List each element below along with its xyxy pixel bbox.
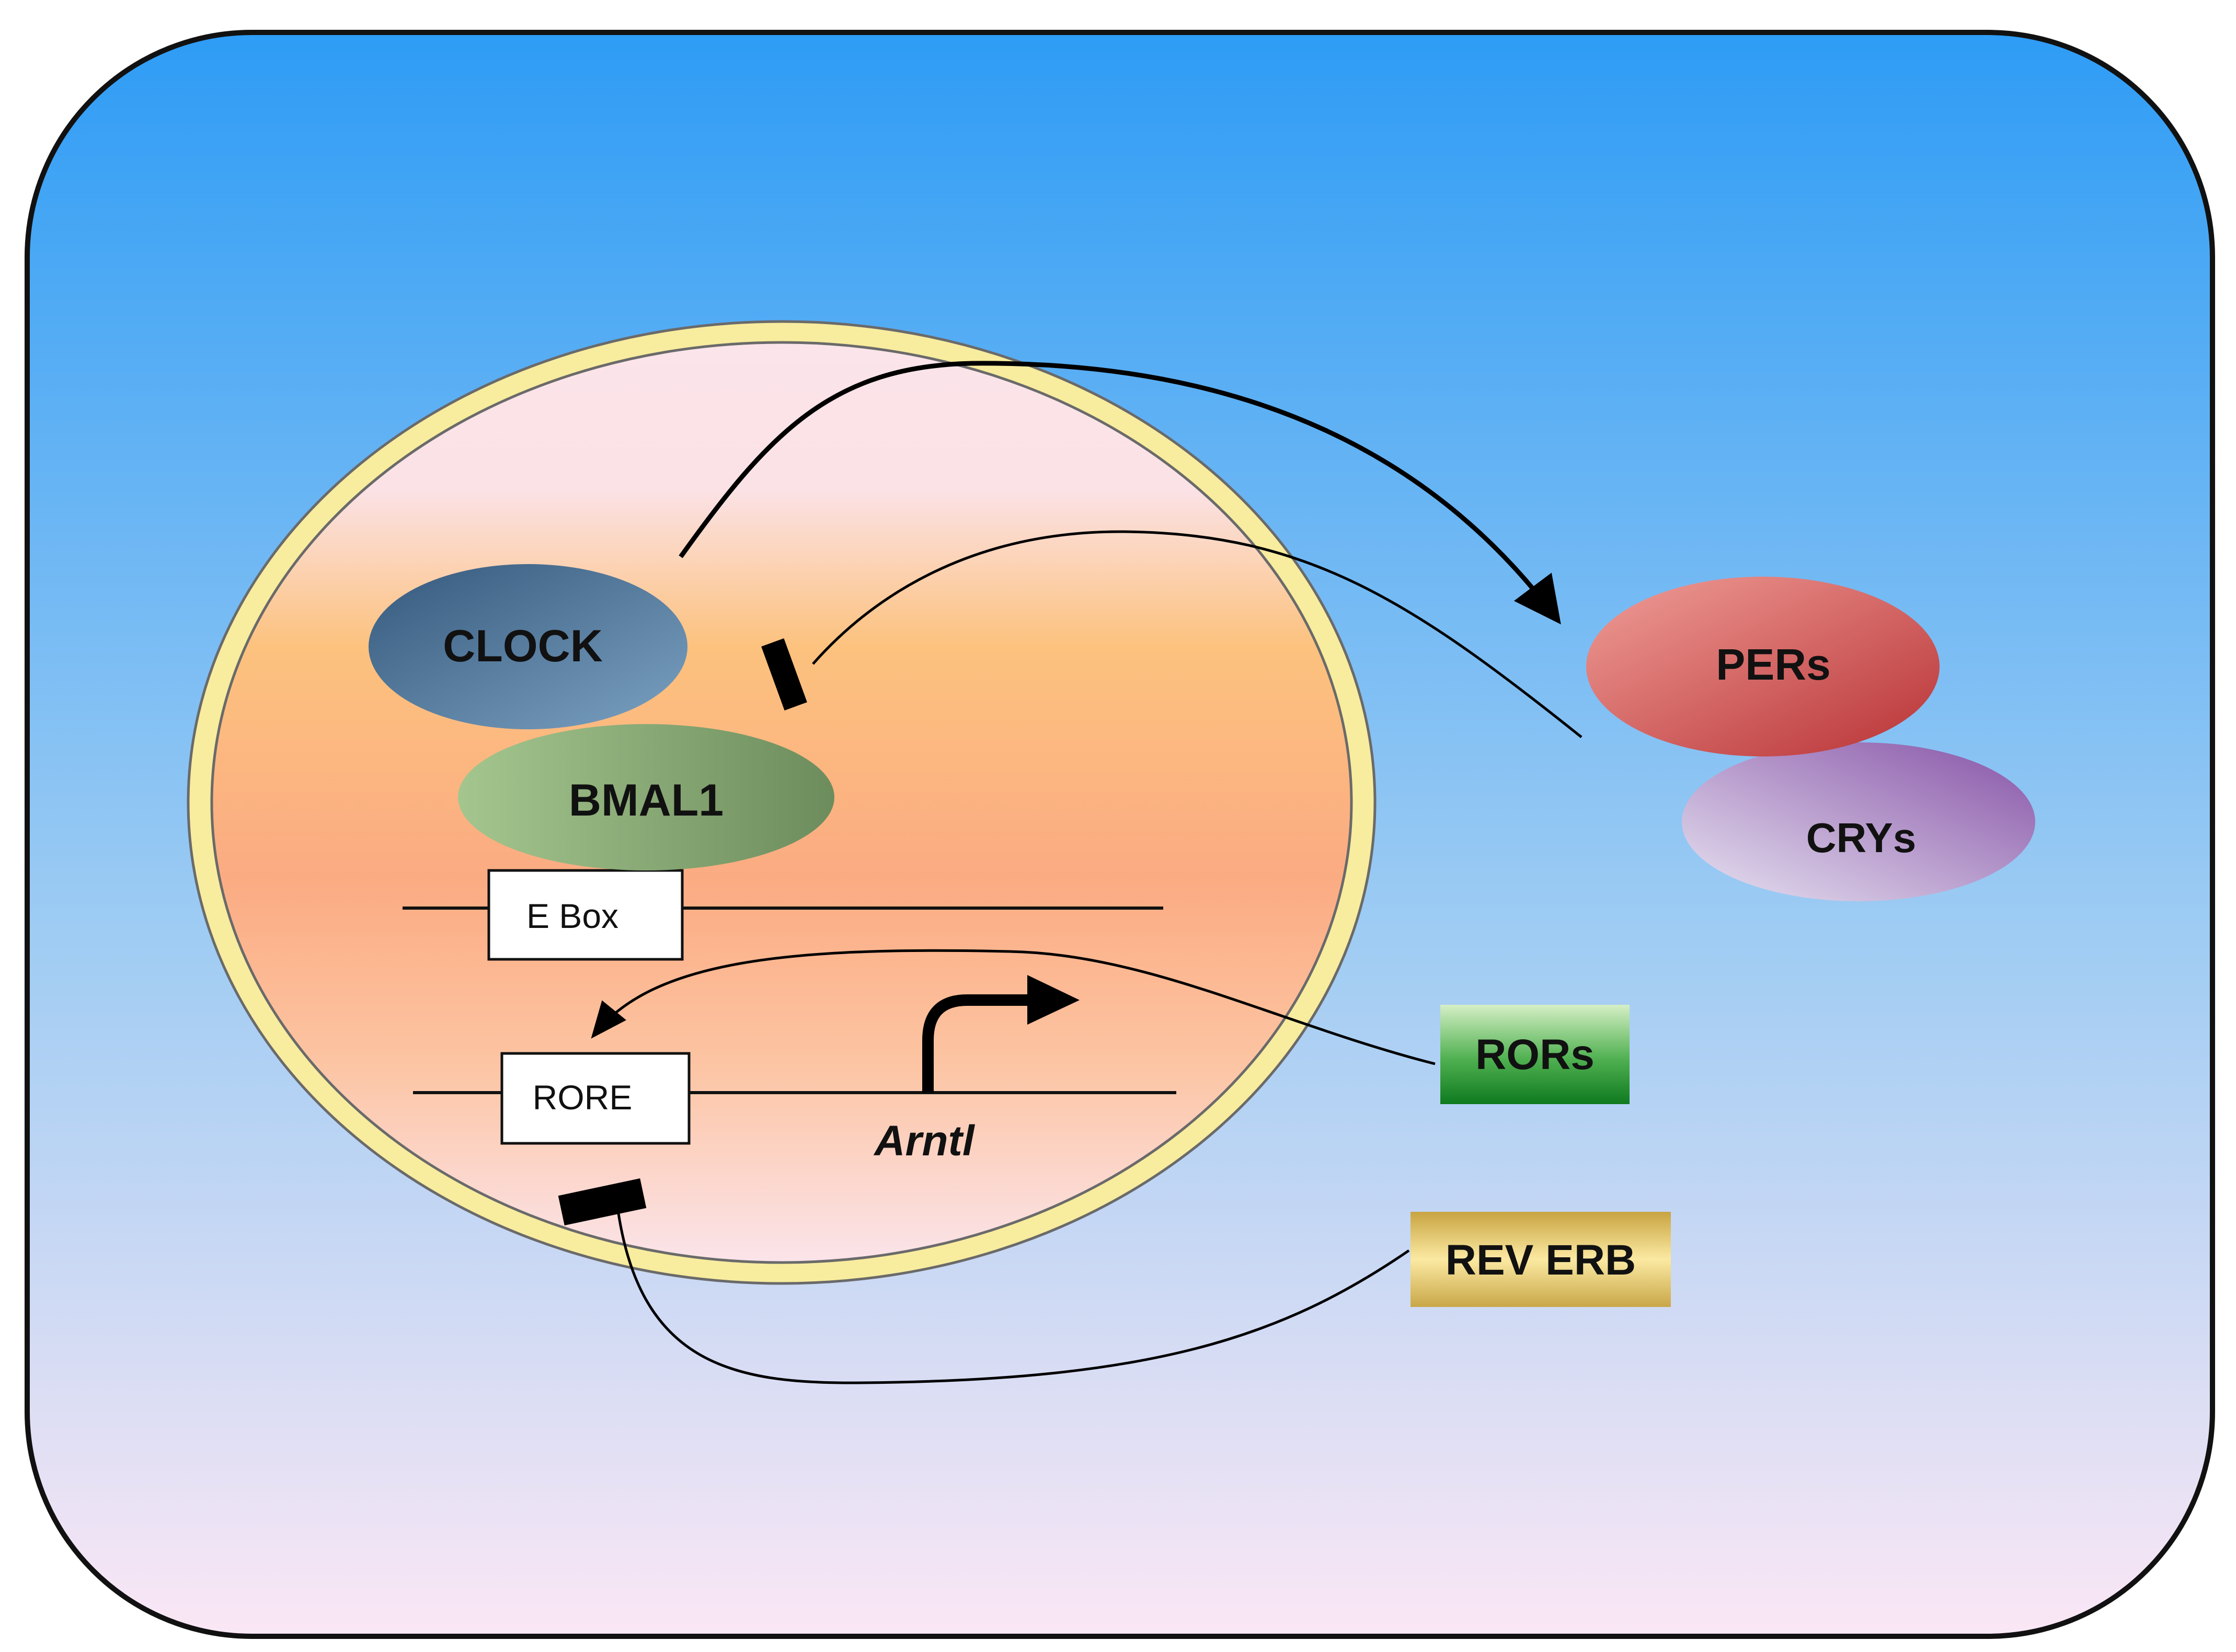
activation-arrow-to-pers bbox=[679, 361, 1561, 625]
ebox-label: E Box bbox=[526, 897, 618, 935]
transcription-start-arrow bbox=[922, 975, 1080, 1093]
bmal1-protein: BMAL1 bbox=[458, 724, 834, 870]
bmal1-label: BMAL1 bbox=[569, 775, 724, 825]
inhibition-bar-rore bbox=[558, 1178, 647, 1225]
clock-protein: CLOCK bbox=[369, 564, 687, 729]
activation-arrow-rors bbox=[591, 949, 1436, 1065]
reverb-label: REV ERB bbox=[1446, 1236, 1636, 1284]
pers-label: PERs bbox=[1716, 640, 1830, 689]
crys-protein: CRYs bbox=[1682, 742, 2035, 901]
ebox-element: E Box bbox=[487, 869, 684, 961]
reverb-protein: REV ERB bbox=[1411, 1212, 1671, 1307]
rors-label: RORs bbox=[1475, 1031, 1595, 1079]
gene-label-arntl: Arntl bbox=[873, 1117, 976, 1165]
crys-label: CRYs bbox=[1806, 814, 1916, 861]
rore-label: RORE bbox=[533, 1078, 633, 1117]
pers-protein: PERs bbox=[1586, 577, 1940, 756]
rore-element: RORE bbox=[500, 1052, 691, 1145]
inhibition-bar-clock-bmal1 bbox=[761, 638, 807, 710]
inhibition-line-pers-crys bbox=[812, 530, 1583, 738]
clock-label: CLOCK bbox=[443, 621, 603, 671]
rors-protein: RORs bbox=[1440, 1005, 1630, 1104]
inhibition-line-reverb bbox=[615, 1202, 1410, 1384]
